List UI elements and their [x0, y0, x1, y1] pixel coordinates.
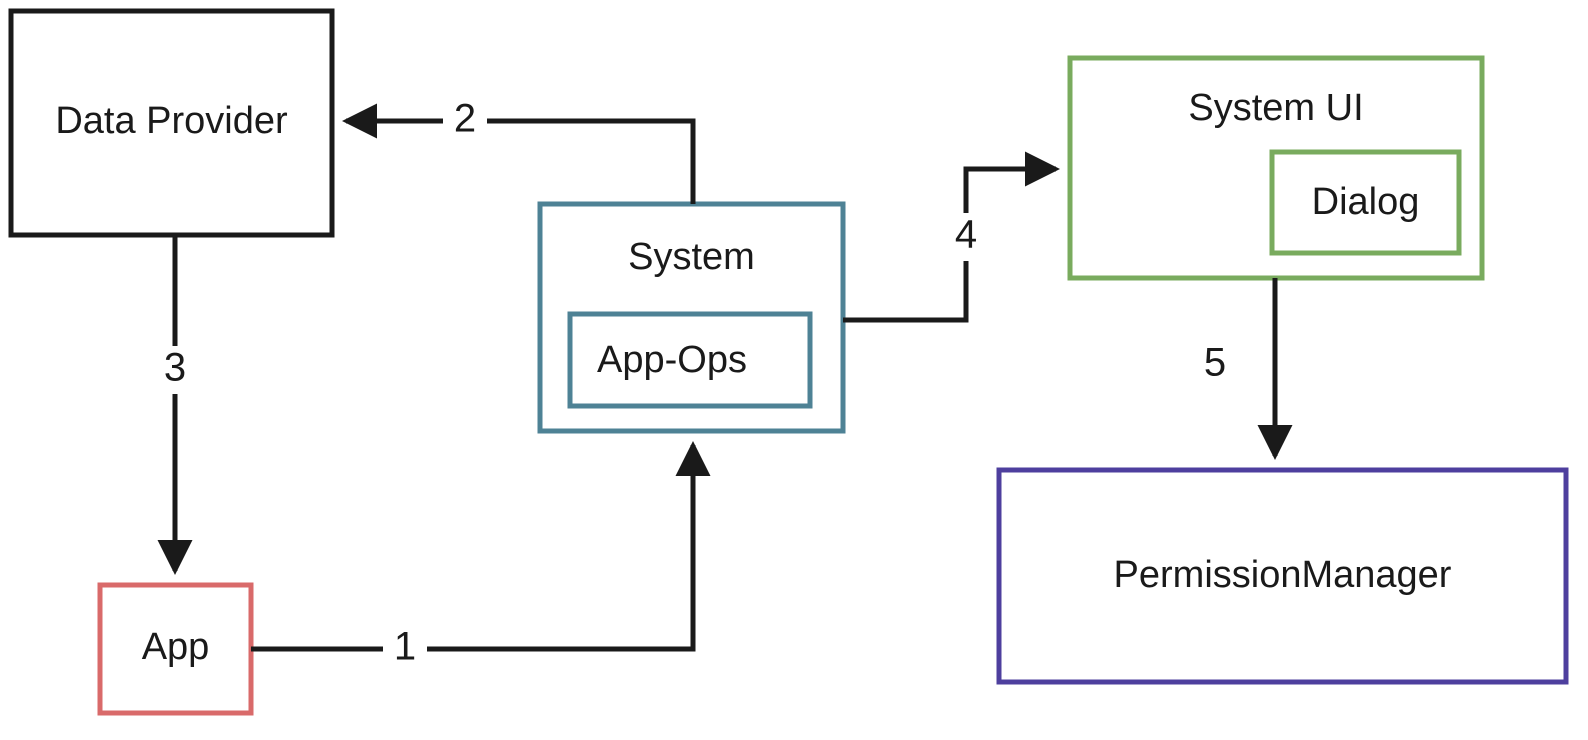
edge-3-label: 3	[164, 346, 186, 390]
node-dialog[interactable]: Dialog	[1269, 149, 1462, 256]
node-system-label: System	[628, 236, 755, 278]
edge-3-data-provider-to-app[interactable]: 3	[153, 235, 197, 576]
node-permission-manager-box	[996, 467, 1569, 685]
node-system-ui-label: System UI	[1188, 87, 1363, 129]
node-app-ops-box	[567, 311, 813, 409]
node-app-ops[interactable]: App-Ops	[567, 311, 813, 409]
edge-1-app-to-system[interactable]: 1	[251, 440, 711, 673]
edge-4-label-bg	[944, 213, 988, 261]
node-app-box	[97, 582, 254, 716]
edge-5-label: 5	[1204, 341, 1226, 385]
node-data-provider[interactable]: Data Provider	[8, 8, 335, 238]
node-dialog-label: Dialog	[1312, 181, 1420, 223]
edge-4-system-to-system-ui[interactable]: 4	[843, 151, 1061, 323]
node-app-label: App	[142, 626, 210, 668]
node-data-provider-label: Data Provider	[55, 100, 288, 142]
edge-5-system-ui-to-permission-manager[interactable]: 5	[1204, 278, 1293, 461]
node-app-ops-label: App-Ops	[597, 339, 747, 381]
node-data-provider-box	[8, 8, 335, 238]
edge-2-system-to-data-provider[interactable]: 2	[341, 97, 696, 204]
node-permission-manager[interactable]: PermissionManager	[996, 467, 1569, 685]
edge-3-label-bg	[153, 346, 197, 394]
edge-2-line	[341, 103, 696, 204]
edge-2-label: 2	[454, 97, 476, 141]
edge-2-label-bg	[443, 97, 487, 145]
edge-1-label: 1	[394, 625, 416, 669]
node-permission-manager-label: PermissionManager	[1114, 554, 1452, 596]
node-app[interactable]: App	[97, 582, 254, 716]
edge-1-label-bg	[383, 625, 427, 673]
edge-1-line	[251, 440, 711, 652]
edge-4-label: 4	[955, 213, 977, 257]
node-dialog-box	[1269, 149, 1462, 256]
